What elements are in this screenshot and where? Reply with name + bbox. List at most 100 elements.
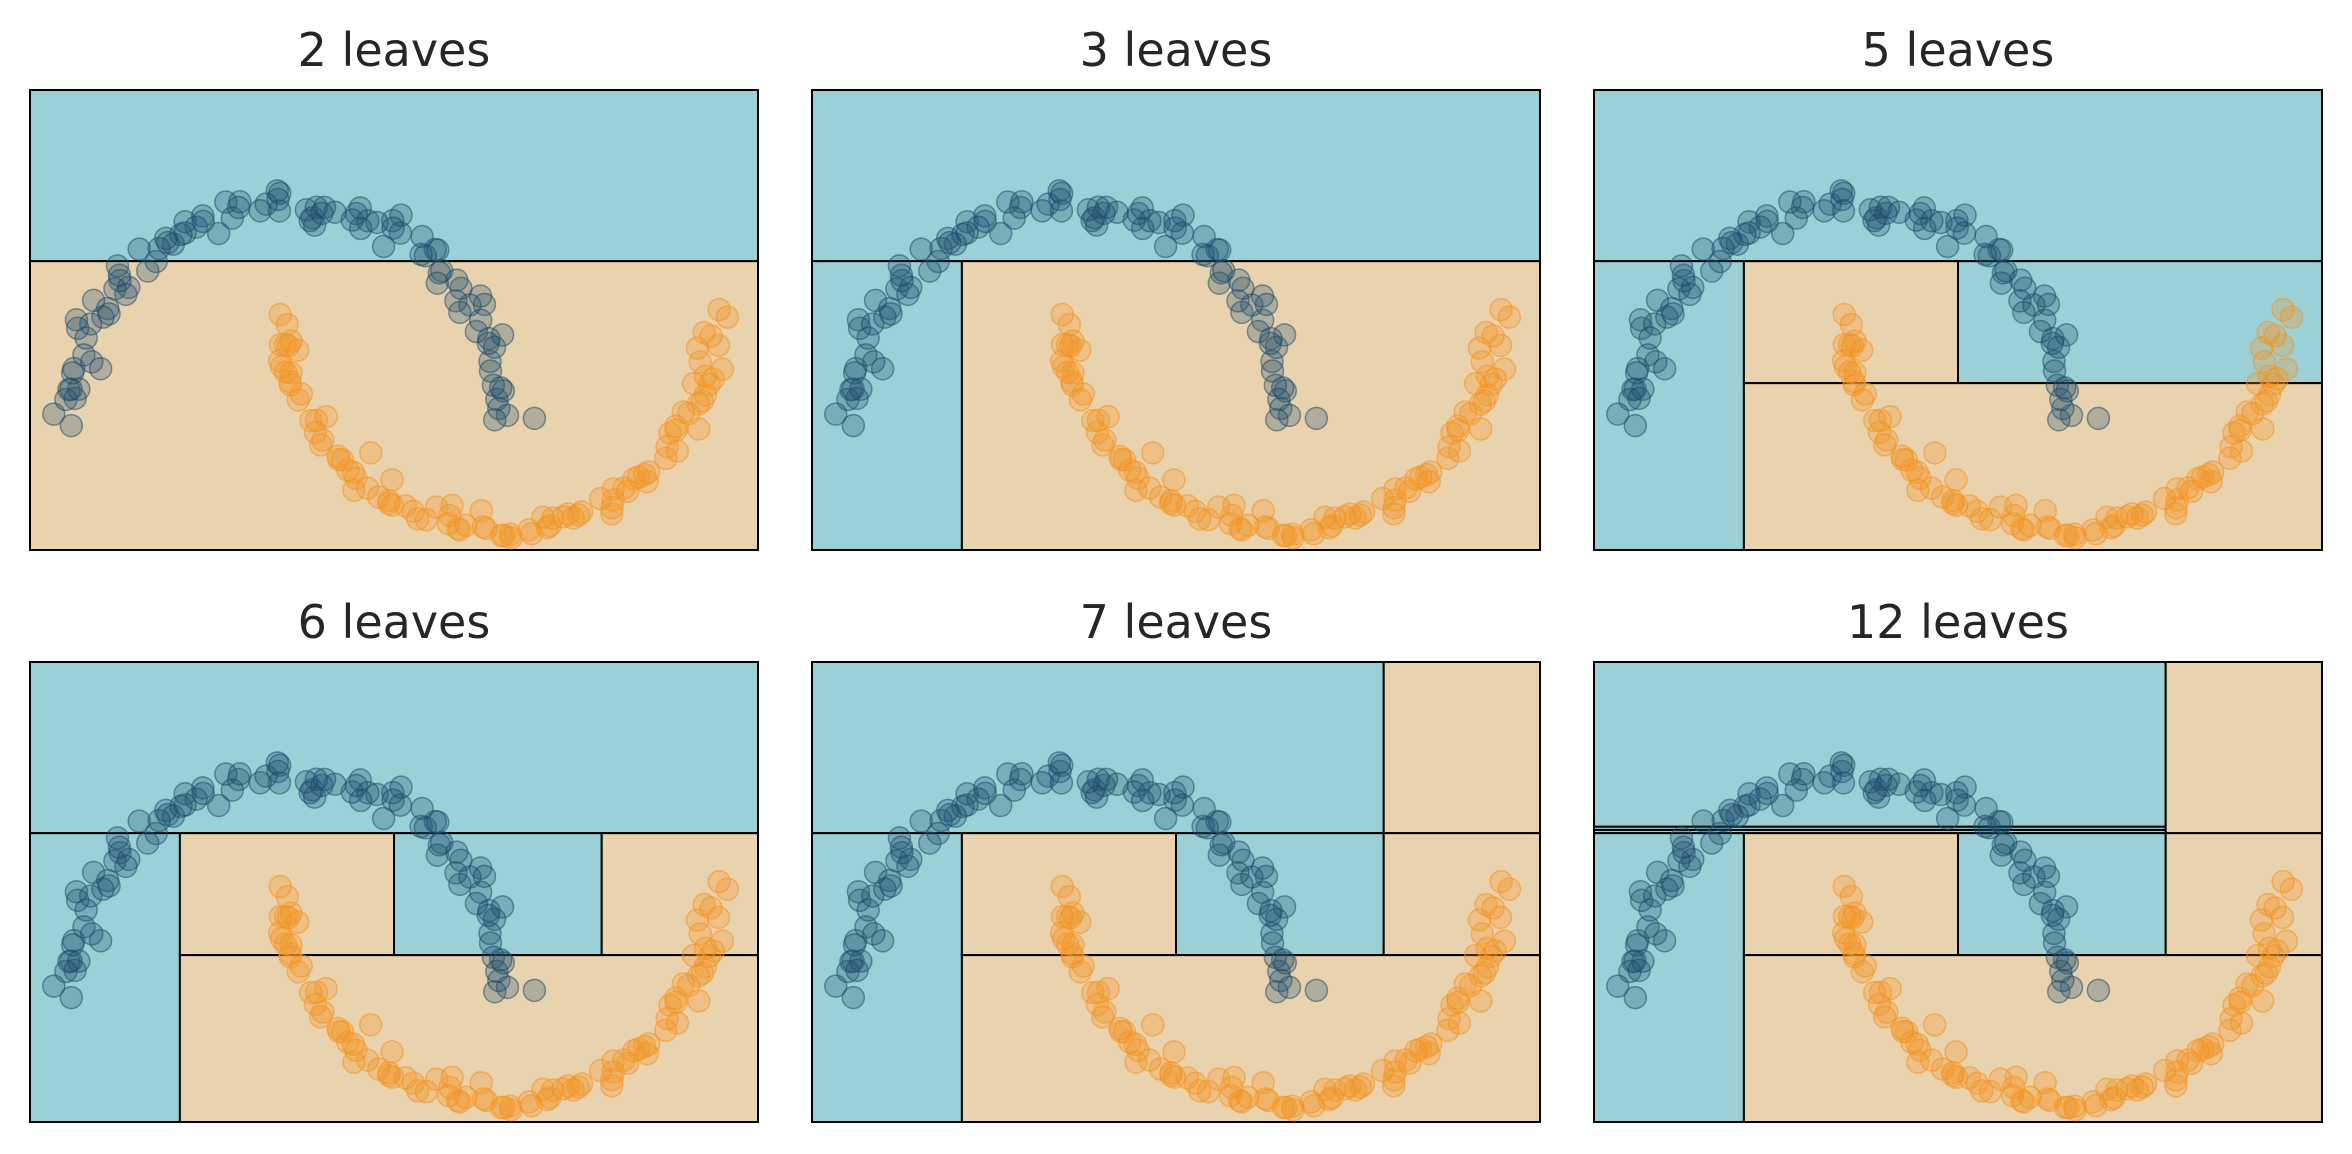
point-class-0 xyxy=(973,776,997,800)
point-class-0 xyxy=(127,809,151,833)
point-class-1 xyxy=(2257,936,2282,961)
leaf-region xyxy=(811,661,1385,835)
point-class-1 xyxy=(2222,993,2246,1017)
point-class-1 xyxy=(278,941,302,966)
point-class-1 xyxy=(1843,361,1867,385)
point-class-1 xyxy=(1093,428,1117,452)
point-class-1 xyxy=(1919,476,1944,500)
point-class-0 xyxy=(1831,199,1856,223)
point-class-1 xyxy=(658,421,682,445)
point-class-0 xyxy=(1260,359,1285,383)
point-class-1 xyxy=(654,446,678,471)
point-class-0 xyxy=(91,877,115,901)
point-class-1 xyxy=(693,364,718,389)
point-class-1 xyxy=(454,513,478,538)
point-class-0 xyxy=(1246,319,1271,344)
point-class-0 xyxy=(464,891,489,916)
point-class-0 xyxy=(2054,323,2079,347)
point-class-1 xyxy=(380,1040,404,1064)
point-class-0 xyxy=(522,978,547,1003)
point-class-0 xyxy=(1618,959,1642,984)
point-class-0 xyxy=(887,254,912,278)
point-class-0 xyxy=(966,787,990,811)
point-class-0 xyxy=(1269,968,1293,993)
point-class-1 xyxy=(2152,486,2177,511)
point-class-0 xyxy=(74,898,98,922)
point-class-0 xyxy=(2042,931,2067,955)
point-class-1 xyxy=(447,1090,472,1114)
point-class-1 xyxy=(632,1034,657,1059)
leaf-region xyxy=(1593,832,1745,1123)
point-class-0 xyxy=(1770,793,1795,818)
point-class-0 xyxy=(1246,891,1271,916)
point-class-0 xyxy=(862,350,886,374)
point-class-1 xyxy=(1229,518,1254,542)
point-class-0 xyxy=(2086,406,2111,431)
point-class-1 xyxy=(341,1032,366,1056)
point-class-0 xyxy=(487,396,511,421)
point-class-1 xyxy=(1081,980,1105,1005)
point-class-0 xyxy=(973,204,997,228)
point-class-1 xyxy=(1162,1040,1186,1064)
point-class-1 xyxy=(1944,1040,1968,1064)
point-class-0 xyxy=(1638,326,1662,350)
point-class-1 xyxy=(693,936,718,961)
point-class-1 xyxy=(355,1048,380,1072)
point-class-0 xyxy=(267,771,292,795)
scatter-points xyxy=(1606,179,2304,550)
point-class-0 xyxy=(1030,771,1054,795)
point-class-0 xyxy=(1711,236,1735,261)
point-class-0 xyxy=(1733,222,1757,247)
point-class-0 xyxy=(1862,780,1886,805)
leaf-region xyxy=(811,89,1541,263)
point-class-0 xyxy=(846,879,871,904)
point-class-1 xyxy=(1436,446,1460,471)
point-class-1 xyxy=(654,1018,678,1043)
point-class-1 xyxy=(707,297,731,322)
point-class-1 xyxy=(632,462,657,487)
point-class-0 xyxy=(2051,396,2075,421)
scatter-points xyxy=(824,179,1522,550)
point-class-1 xyxy=(1183,499,1207,523)
point-class-0 xyxy=(836,387,860,412)
point-class-0 xyxy=(1623,413,1648,438)
point-class-0 xyxy=(54,959,78,984)
leaf-region xyxy=(960,260,1541,551)
point-class-1 xyxy=(1842,369,1866,394)
point-class-0 xyxy=(1748,215,1772,239)
point-class-1 xyxy=(1123,1032,1148,1056)
leaf-region xyxy=(1742,382,2323,551)
point-class-1 xyxy=(1206,495,1231,519)
point-class-1 xyxy=(1965,499,1989,523)
point-class-1 xyxy=(2222,421,2246,445)
point-class-0 xyxy=(1755,776,1779,800)
point-class-1 xyxy=(1905,1032,1930,1056)
point-class-0 xyxy=(1642,312,1667,336)
point-class-1 xyxy=(1067,910,1092,934)
point-class-0 xyxy=(862,922,886,946)
point-class-0 xyxy=(214,762,238,786)
leaf-region xyxy=(29,89,759,263)
scatter-points xyxy=(1606,751,2304,1122)
point-class-1 xyxy=(278,369,302,394)
point-class-1 xyxy=(1236,1085,1260,1110)
point-class-1 xyxy=(1481,324,1505,348)
point-class-1 xyxy=(1922,441,1947,465)
leaf-region xyxy=(1382,661,1541,835)
point-class-1 xyxy=(1440,421,1464,445)
point-class-0 xyxy=(1644,350,1668,374)
point-class-0 xyxy=(1153,234,1178,259)
point-class-1 xyxy=(1351,500,1376,524)
point-class-1 xyxy=(2011,518,2036,542)
point-class-0 xyxy=(444,861,468,885)
point-class-1 xyxy=(1863,980,1887,1005)
point-class-0 xyxy=(1904,208,1928,232)
panel-2: 3 leaves xyxy=(811,23,1541,551)
point-class-1 xyxy=(1140,441,1165,465)
panel-title: 6 leaves xyxy=(298,595,491,649)
point-class-0 xyxy=(444,289,468,313)
point-class-0 xyxy=(1669,826,1694,850)
point-class-0 xyxy=(951,222,975,247)
point-class-0 xyxy=(191,204,215,228)
point-class-0 xyxy=(298,780,322,805)
